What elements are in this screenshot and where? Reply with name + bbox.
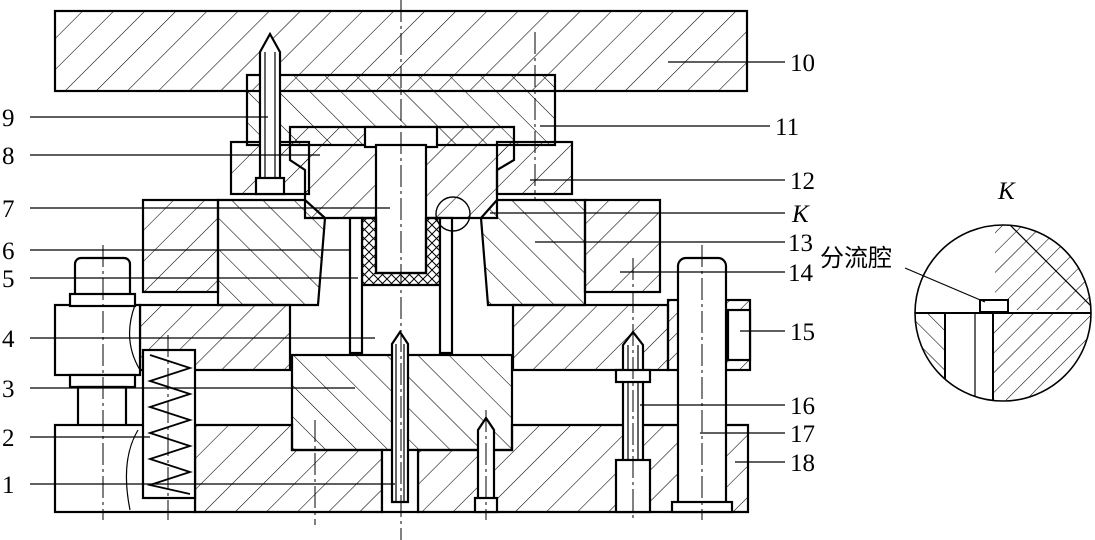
label-14: 14 [788, 260, 814, 287]
label-8: 8 [2, 143, 15, 170]
die-ring-left [141, 198, 327, 307]
label-2: 2 [2, 425, 15, 452]
center-lines [102, 0, 703, 540]
label-k-detail: K [997, 178, 1016, 205]
spring-2 [141, 348, 197, 500]
die-ring-14 [583, 198, 662, 294]
billet-5 [360, 216, 442, 287]
label-1: 1 [2, 472, 15, 499]
part-labels: 1 2 3 4 5 6 7 8 9 10 11 12 K 13 14 15 16… [2, 50, 1016, 499]
leader-lines [30, 61, 785, 485]
die-13 [479, 198, 587, 307]
label-6: 6 [2, 238, 15, 265]
label-10: 10 [790, 50, 815, 77]
label-15: 15 [790, 319, 815, 346]
label-diversion-cavity: 分流腔 [820, 244, 892, 272]
container-6 [348, 216, 454, 355]
bolt-9 [254, 31, 286, 196]
label-18: 18 [790, 450, 815, 477]
detail-view-k [904, 224, 1092, 402]
label-k-main: K [791, 201, 810, 228]
label-17: 17 [790, 421, 815, 448]
label-12: 12 [790, 168, 815, 195]
label-13: 13 [788, 230, 813, 257]
ejector-pin-1 [380, 330, 420, 514]
label-9: 9 [2, 105, 15, 132]
label-11: 11 [775, 114, 799, 141]
label-4: 4 [2, 326, 15, 353]
label-5: 5 [2, 266, 15, 293]
detail-k-marker [435, 196, 471, 232]
label-7: 7 [2, 196, 15, 223]
label-16: 16 [790, 393, 815, 420]
label-3: 3 [2, 376, 15, 403]
